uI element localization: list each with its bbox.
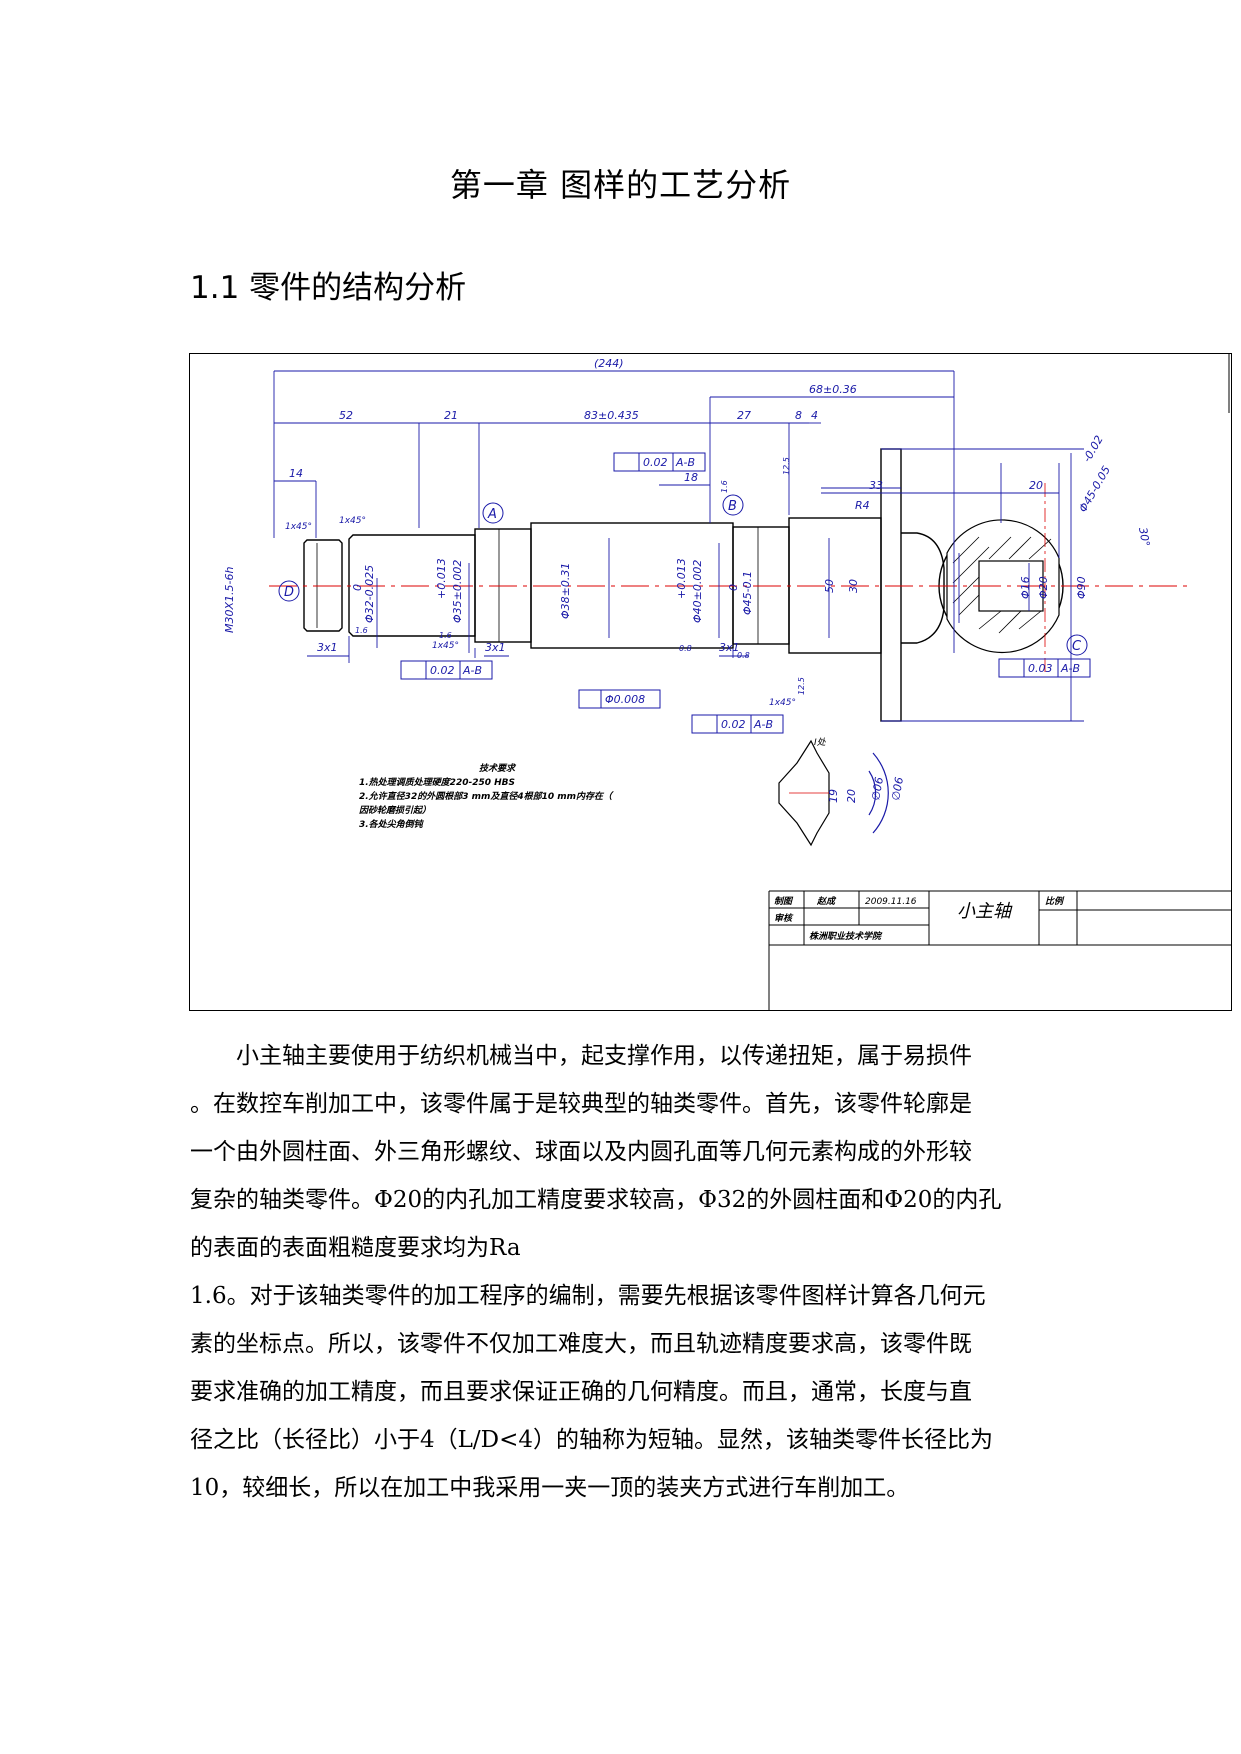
detail-label: I处 (814, 737, 827, 748)
dim-chamfer4: 1x45° (769, 698, 796, 708)
detail-dim-20: 20 (845, 789, 858, 803)
dim-chamfer3: 1x45° (432, 641, 459, 651)
tb-drawn-label: 制图 (774, 896, 794, 907)
tech-req-line2: 2.允许直径32的外圆根部3 mm及直径4根部10 mm内存在（ (359, 791, 614, 802)
dim-dia32: Φ32-0.025 (363, 565, 376, 623)
dim-r4: R4 (855, 499, 870, 512)
dim-83: 83±0.435 (584, 409, 639, 422)
datum-c-label: C (1072, 639, 1082, 654)
body-paragraph: 小主轴主要使用于纺织机械当中，起支撑作用，以传递扭矩，属于易损件 。在数控车削加… (190, 1032, 1060, 1512)
dim-dia16: Φ16 (1019, 576, 1032, 599)
tech-req-line1: 1.热处理调质处理硬度220-250 HBS (359, 777, 515, 788)
ra-7: 1.6 (720, 480, 729, 493)
dim-dia35-up: +0.013 (435, 558, 448, 599)
dim-33: 33 (869, 479, 883, 492)
tolerance-frames (400, 452, 1091, 734)
detail-dim-19: 19 (827, 789, 840, 803)
dim-thread: M30X1.5-6h (223, 567, 236, 633)
datum-b-label: B (728, 499, 737, 514)
dim-8: 8 (795, 409, 802, 422)
tb-school: 株洲职业技术学院 (809, 931, 883, 942)
datum-d-label: D (284, 585, 294, 600)
dim-overall: (244) (594, 357, 624, 370)
ra-3: 0.8 (679, 644, 692, 653)
dim-groove2: 3x1 (485, 641, 506, 654)
ra-1: 1.6 (355, 626, 368, 635)
paragraph-line: 复杂的轴类零件。Φ20的内孔加工精度要求较高，Φ32的外圆柱面和Φ20的内孔 (190, 1187, 1002, 1213)
tol4-value: 0.02 (721, 718, 746, 731)
dimension-lines (273, 370, 1084, 722)
dim-chamfer1: 1x45° (285, 522, 312, 532)
drawing-frame (189, 353, 1232, 1011)
tol3-value: Φ0.008 (605, 693, 645, 706)
dim-dia38: Φ38±0.31 (559, 563, 572, 619)
dim-dia90: Φ90 (1075, 576, 1088, 599)
section-title: 1.1 零件的结构分析 (190, 270, 467, 306)
dim-groove3: 3x1 (719, 641, 740, 654)
detail-dim-06a: ∅06 (869, 776, 886, 801)
ra-5: 12.5 (782, 457, 791, 475)
paragraph-line: 径之比（长径比）小于4（L/D<4）的轴称为短轴。显然，该轴类零件长径比为 (190, 1427, 994, 1453)
tb-date: 2009.11.16 (865, 897, 917, 907)
tol1-value: 0.02 (643, 456, 668, 469)
dim-sphere: Φ45-0.05 (1076, 464, 1113, 515)
dim-dia20: Φ20 (1037, 576, 1050, 599)
dim-groove1: 3x1 (317, 641, 338, 654)
dim-dia45: Φ45-0.1 (741, 571, 754, 615)
datum-labels (278, 494, 1088, 656)
dim-dia32-up: 0 (351, 584, 364, 591)
dim-20: 20 (1029, 479, 1043, 492)
dim-dia35: Φ35±0.002 (451, 560, 464, 623)
ra-2: 1.6 (439, 631, 452, 640)
tol2-value: 0.02 (430, 664, 455, 677)
dim-4: 4 (811, 409, 818, 422)
dim-68: 68±0.36 (809, 383, 857, 396)
dim-dia30: 30 (847, 579, 860, 593)
engineering-drawing: (244) 52 21 83±0.435 68±0.36 27 8 4 14 1… (189, 353, 1232, 1011)
dim-52: 52 (339, 409, 353, 422)
paragraph-line: 。在数控车削加工中，该零件属于是较典型的轴类零件。首先，该零件轮廓是 (190, 1091, 972, 1117)
tb-drawer: 赵成 (816, 896, 837, 907)
dim-angle30: 30° (1136, 526, 1152, 547)
dim-dia50: 50 (823, 579, 836, 593)
dim-dia40: Φ40±0.002 (691, 560, 704, 623)
dim-sphere-up: -0.02 (1080, 433, 1105, 464)
paragraph-line: 素的坐标点。所以，该零件不仅加工难度大，而且轨迹精度要求高，该零件既 (190, 1331, 972, 1357)
paragraph-line: 要求准确的加工精度，而且要求保证正确的几何精度。而且，通常，长度与直 (190, 1379, 972, 1405)
tb-reviewed-label: 审核 (774, 913, 794, 924)
tech-req-title: 技术要求 (479, 763, 517, 774)
dim-18: 18 (684, 471, 698, 484)
detail-dim-06b: ∅06 (889, 776, 906, 801)
tol1-ref: A-B (675, 456, 695, 469)
paragraph-line: 小主轴主要使用于纺织机械当中，起支撑作用，以传递扭矩，属于易损件 (236, 1043, 972, 1069)
tol4-ref: A-B (753, 718, 773, 731)
tol5-value: 0.03 (1028, 662, 1053, 675)
dim-dia45-up: 0 (727, 584, 740, 591)
tb-part-name: 小主轴 (957, 901, 1013, 922)
tb-scale-label: 比例 (1045, 896, 1065, 907)
paragraph-line: 的表面的表面粗糙度要求均为Ra (190, 1235, 521, 1261)
paragraph-line: 10，较细长，所以在加工中我采用一夹一顶的装夹方式进行车削加工。 (190, 1475, 910, 1501)
detail-view (778, 739, 889, 847)
ra-4: 0.8 (737, 651, 750, 660)
dim-21: 21 (444, 409, 458, 422)
datum-a-label: A (487, 507, 497, 522)
ra-6: 12.5 (797, 677, 806, 695)
title-block (768, 890, 1232, 1011)
dim-chamfer2: 1x45° (339, 516, 366, 526)
chapter-title: 第一章 图样的工艺分析 (449, 166, 792, 204)
tol5-ref: A-B (1060, 662, 1080, 675)
tech-req-line4: 3.各处尖角倒钝 (359, 819, 425, 830)
tech-req-line3: 因砂轮磨损引起） (359, 805, 431, 816)
dim-14: 14 (289, 467, 303, 480)
dim-dia40-up: +0.013 (675, 558, 688, 599)
paragraph-line: 1.6。对于该轴类零件的加工程序的编制，需要先根据该零件图样计算各几何元 (190, 1283, 986, 1309)
tol2-ref: A-B (462, 664, 482, 677)
dim-27: 27 (737, 409, 751, 422)
paragraph-line: 一个由外圆柱面、外三角形螺纹、球面以及内圆孔面等几何元素构成的外形较 (190, 1139, 972, 1165)
